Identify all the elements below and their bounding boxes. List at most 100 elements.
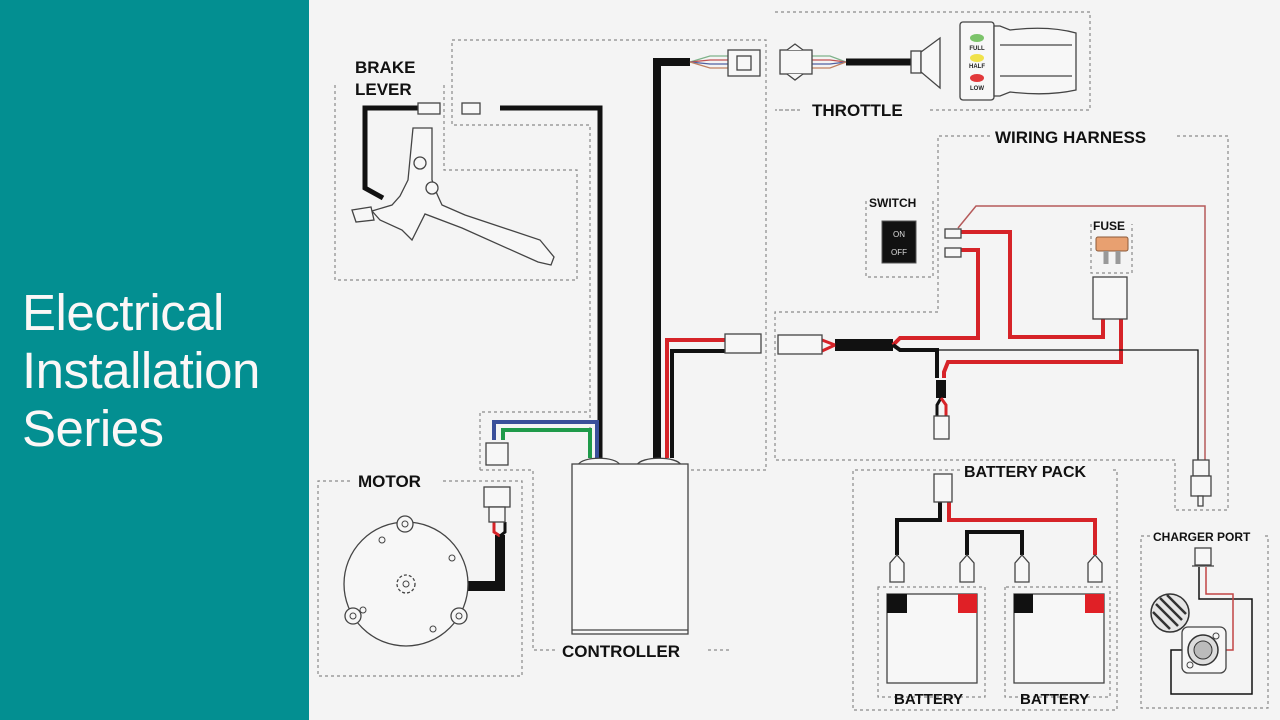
charger-port-pins bbox=[1193, 640, 1213, 660]
throttle-leads bbox=[689, 55, 847, 69]
motor-screw bbox=[359, 606, 367, 614]
motor-cable bbox=[467, 535, 505, 591]
low-indicator-icon bbox=[970, 74, 984, 82]
rocker-switch-icon[interactable] bbox=[881, 220, 917, 264]
switch-on-label: ON bbox=[893, 230, 905, 239]
controller-label: CONTROLLER bbox=[562, 642, 680, 661]
brake-lever-label: BRAKE bbox=[355, 58, 415, 77]
motor-phase-connector bbox=[483, 486, 511, 508]
brake-adjuster bbox=[351, 206, 375, 223]
motor-phase-connector-neck bbox=[488, 506, 506, 523]
battery-terminal-clip bbox=[889, 554, 905, 583]
battery-2-label: BATTERY bbox=[1020, 691, 1089, 708]
battery-terminal-clip bbox=[1087, 554, 1103, 583]
wiring-diagram-svg: BRAKE LEVER FULL HALF LOW THROTTLE WIRIN… bbox=[317, 11, 1269, 711]
fuse-label: FUSE bbox=[1093, 219, 1125, 233]
full-indicator-label: FULL bbox=[969, 46, 985, 52]
controller-box[interactable] bbox=[571, 463, 689, 635]
battery-pack-box bbox=[852, 469, 1118, 711]
battery-lead-red bbox=[939, 397, 948, 416]
full-indicator-icon bbox=[970, 34, 984, 42]
harness-battery-connector bbox=[933, 415, 950, 440]
charger-port-screw bbox=[1212, 632, 1220, 640]
motor-mount-tab bbox=[450, 607, 468, 625]
throttle-connector-pin bbox=[736, 55, 752, 71]
title-line-2: Installation bbox=[22, 342, 260, 399]
half-indicator-label: HALF bbox=[969, 64, 985, 70]
harness-power-connector bbox=[777, 334, 823, 355]
pack-red-wire bbox=[947, 502, 1097, 555]
battery-pack-label: BATTERY PACK bbox=[964, 464, 1087, 481]
motor-screw bbox=[378, 536, 386, 544]
charger-port: CHARGER PORT bbox=[1150, 530, 1251, 674]
charger-plug-pin bbox=[1197, 495, 1204, 507]
battery-2-box bbox=[1004, 586, 1111, 698]
wiring-harness-label: WIRING HARNESS bbox=[995, 128, 1146, 147]
brake-controller-wire bbox=[500, 105, 603, 458]
throttle-connector bbox=[779, 49, 813, 75]
charger-port-cap-icon[interactable] bbox=[1150, 593, 1190, 633]
battery-2-positive-terminal bbox=[1085, 594, 1104, 613]
battery-1-label: BATTERY bbox=[894, 691, 963, 708]
battery-1[interactable]: BATTERY bbox=[886, 593, 978, 708]
motor-mount-tab bbox=[396, 515, 414, 533]
switch-terminal-top bbox=[944, 228, 962, 239]
brake-pivot-icon bbox=[425, 181, 439, 195]
wiring-diagram: BRAKE LEVER FULL HALF LOW THROTTLE WIRIN… bbox=[309, 0, 1280, 720]
battery-terminal-clip bbox=[1014, 554, 1030, 583]
hall-connector bbox=[485, 442, 509, 466]
motor-body-icon[interactable] bbox=[343, 521, 469, 647]
throttle-controller-connector bbox=[727, 49, 761, 77]
battery-pack: BATTERY PACK BATTERY BATTERY bbox=[886, 464, 1105, 708]
harness-red-to-switch bbox=[891, 248, 980, 347]
side-panel: Electrical Installation Series bbox=[0, 0, 309, 720]
motor-bolt-hole bbox=[455, 612, 463, 620]
half-indicator-icon bbox=[970, 54, 984, 62]
fuse-blades bbox=[1103, 251, 1121, 264]
motor-shaft bbox=[402, 580, 410, 588]
charger-port-plug bbox=[1194, 547, 1212, 566]
controller-red-lead bbox=[665, 338, 725, 458]
throttle-box bbox=[775, 11, 1091, 111]
brake-lever-label: LEVER bbox=[355, 80, 412, 99]
fuse-holder bbox=[1092, 276, 1128, 320]
motor-label: MOTOR bbox=[358, 472, 421, 491]
motor: MOTOR bbox=[343, 442, 511, 647]
switch-label: SWITCH bbox=[869, 196, 916, 210]
blade-fuse-icon bbox=[1095, 236, 1129, 252]
switch-off-label: OFF bbox=[891, 248, 907, 257]
brake-lever-connector bbox=[417, 102, 441, 115]
battery-pack-connector bbox=[933, 473, 953, 503]
throttle-grip-ridges bbox=[1000, 44, 1072, 77]
throttle-grip bbox=[993, 25, 1077, 97]
battery-terminal-clip bbox=[959, 554, 975, 583]
battery-1-positive-terminal bbox=[958, 594, 977, 613]
harness-lead-split-left bbox=[821, 338, 836, 353]
motor-bolt-hole bbox=[349, 612, 357, 620]
charger-plug-body bbox=[1192, 459, 1210, 477]
motor-screw bbox=[448, 554, 456, 562]
fuse-to-battery-red bbox=[942, 318, 1123, 378]
wires bbox=[362, 55, 1253, 695]
switch-to-fuse-wire bbox=[960, 230, 1105, 339]
charger-black-wire bbox=[937, 349, 1199, 460]
battery-2[interactable]: BATTERY bbox=[1013, 593, 1105, 708]
brake-pivot-icon bbox=[413, 156, 427, 170]
hall-blue-wire bbox=[492, 420, 599, 458]
battery-1-negative-terminal bbox=[887, 594, 907, 613]
hall-green-wire bbox=[501, 428, 592, 458]
motor-box bbox=[317, 480, 523, 677]
controller-black-lead bbox=[670, 349, 725, 458]
charger-plug-sleeve bbox=[1190, 475, 1212, 497]
pack-black-wire bbox=[895, 502, 942, 555]
brake-lever: BRAKE LEVER bbox=[351, 58, 555, 266]
charger-port-label: CHARGER PORT bbox=[1153, 530, 1251, 544]
motor-screw bbox=[429, 625, 437, 633]
charger-port-box bbox=[1140, 535, 1269, 709]
fuse-box bbox=[1090, 224, 1133, 274]
harness-black-to-battery bbox=[891, 343, 939, 378]
throttle-cone bbox=[920, 36, 941, 90]
brake-controller-connector bbox=[461, 102, 481, 115]
switch-box bbox=[865, 201, 934, 278]
battery-terminal-connectors bbox=[889, 554, 1103, 583]
